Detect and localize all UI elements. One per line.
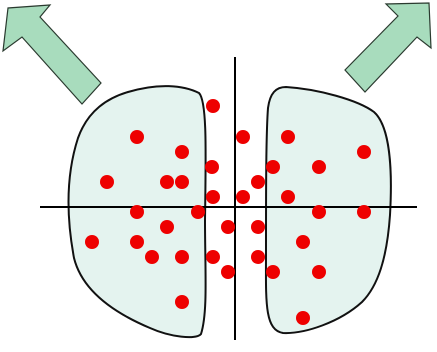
data-point bbox=[357, 205, 371, 219]
data-point bbox=[160, 175, 174, 189]
data-point bbox=[175, 145, 189, 159]
data-point bbox=[175, 250, 189, 264]
arrow-up-left-icon bbox=[3, 5, 101, 104]
data-point bbox=[221, 220, 235, 234]
data-point bbox=[175, 295, 189, 309]
data-point bbox=[130, 235, 144, 249]
data-point bbox=[205, 160, 219, 174]
data-point bbox=[251, 220, 265, 234]
data-point bbox=[206, 99, 220, 113]
data-point bbox=[130, 130, 144, 144]
data-point bbox=[100, 175, 114, 189]
data-point bbox=[281, 190, 295, 204]
data-point bbox=[296, 235, 310, 249]
data-point bbox=[296, 311, 310, 325]
data-point bbox=[266, 265, 280, 279]
data-point bbox=[251, 250, 265, 264]
data-point bbox=[221, 265, 235, 279]
right-region bbox=[266, 87, 391, 333]
data-point bbox=[206, 250, 220, 264]
data-point bbox=[236, 130, 250, 144]
arrow-up-right-icon bbox=[345, 3, 431, 92]
data-point bbox=[145, 250, 159, 264]
data-point bbox=[206, 190, 220, 204]
data-point bbox=[130, 205, 144, 219]
data-point bbox=[357, 145, 371, 159]
data-point bbox=[251, 175, 265, 189]
data-point bbox=[312, 160, 326, 174]
data-point bbox=[160, 220, 174, 234]
data-point bbox=[312, 205, 326, 219]
data-point bbox=[281, 130, 295, 144]
data-point bbox=[236, 190, 250, 204]
data-point bbox=[191, 205, 205, 219]
data-point bbox=[312, 265, 326, 279]
data-point bbox=[266, 160, 280, 174]
data-point bbox=[175, 175, 189, 189]
data-point bbox=[85, 235, 99, 249]
